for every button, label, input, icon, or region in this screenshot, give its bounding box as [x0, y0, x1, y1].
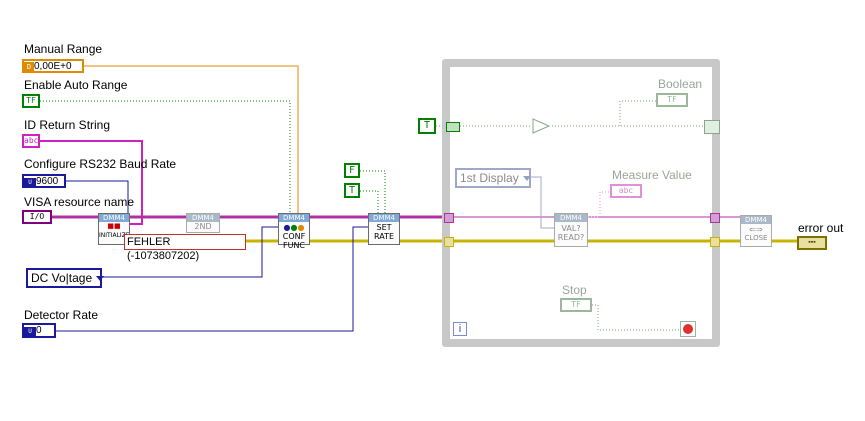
error-out-label: error out: [798, 221, 844, 235]
true-constant[interactable]: T: [344, 183, 360, 198]
stop-control-label: Stop: [562, 283, 587, 297]
detector-rate-label: Detector Rate: [24, 308, 99, 322]
stop-sign-icon: [683, 324, 693, 334]
false-constant[interactable]: F: [344, 163, 360, 178]
baud-rate-label: Configure RS232 Baud Rate: [24, 157, 177, 171]
visa-resource-label: VISA resource name: [24, 195, 135, 209]
conf-func-dots: ●●●: [283, 223, 305, 232]
loop-tunnel-visa-in: [444, 213, 454, 223]
loop-shift-register: [704, 120, 720, 134]
id-return-string-control[interactable]: abc: [22, 134, 40, 148]
error-out-indicator: ▪▪▪: [797, 236, 827, 250]
loop-tunnel-visa-out: [710, 213, 720, 223]
iteration-terminal: i: [453, 322, 467, 336]
close-arrows-icon: ⇐⇒: [749, 225, 763, 234]
dropdown-caret-icon: [96, 276, 105, 282]
display-ring[interactable]: 1st Display: [455, 168, 531, 188]
conf-func-subvi[interactable]: DMM4 ●●● CONF FUNC: [278, 213, 310, 250]
measure-value-label: Measure Value: [612, 168, 692, 182]
enable-auto-range-label: Enable Auto Range: [24, 78, 128, 92]
initialize-icon: ■■: [107, 222, 121, 230]
set-rate-subvi[interactable]: DMM4 SET RATE: [368, 213, 400, 245]
stop-control[interactable]: TF: [560, 298, 592, 312]
measure-value-indicator: abc: [610, 184, 642, 198]
enable-auto-range-control[interactable]: TF: [22, 94, 40, 108]
loop-condition-terminal[interactable]: [680, 321, 696, 337]
boolean-indicator-label: Boolean: [658, 77, 703, 91]
dbl-type-icon: D: [24, 62, 34, 72]
close-subvi[interactable]: DMM4 ⇐⇒ CLOSE: [740, 215, 772, 247]
visa-resource-control[interactable]: I/O: [22, 210, 52, 224]
dc-voltage-ring[interactable]: DC Vo|tage: [26, 268, 105, 288]
u16-type-icon: U: [24, 327, 36, 337]
id-return-string-label: ID Return String: [24, 118, 111, 132]
u16-type-icon: U: [24, 178, 36, 188]
loop-tunnel-bool: [446, 122, 460, 132]
not-gate-icon: [532, 118, 551, 134]
true-constant-loop[interactable]: T: [418, 118, 436, 134]
second-subvi[interactable]: DMM4 2ND: [186, 213, 220, 233]
loop-tunnel-error-in: [444, 237, 454, 247]
val-read-subvi[interactable]: DMM4 VAL? READ?: [554, 213, 588, 247]
dropdown-caret-icon: [522, 176, 531, 182]
while-loop[interactable]: [442, 59, 720, 347]
loop-tunnel-error-out: [710, 237, 720, 247]
manual-range-label: Manual Range: [24, 42, 103, 56]
error-cluster-icon: ▪▪▪: [808, 239, 816, 246]
error-status-box: FEHLER (-1073807202): [124, 234, 246, 262]
boolean-indicator: TF: [656, 93, 688, 107]
